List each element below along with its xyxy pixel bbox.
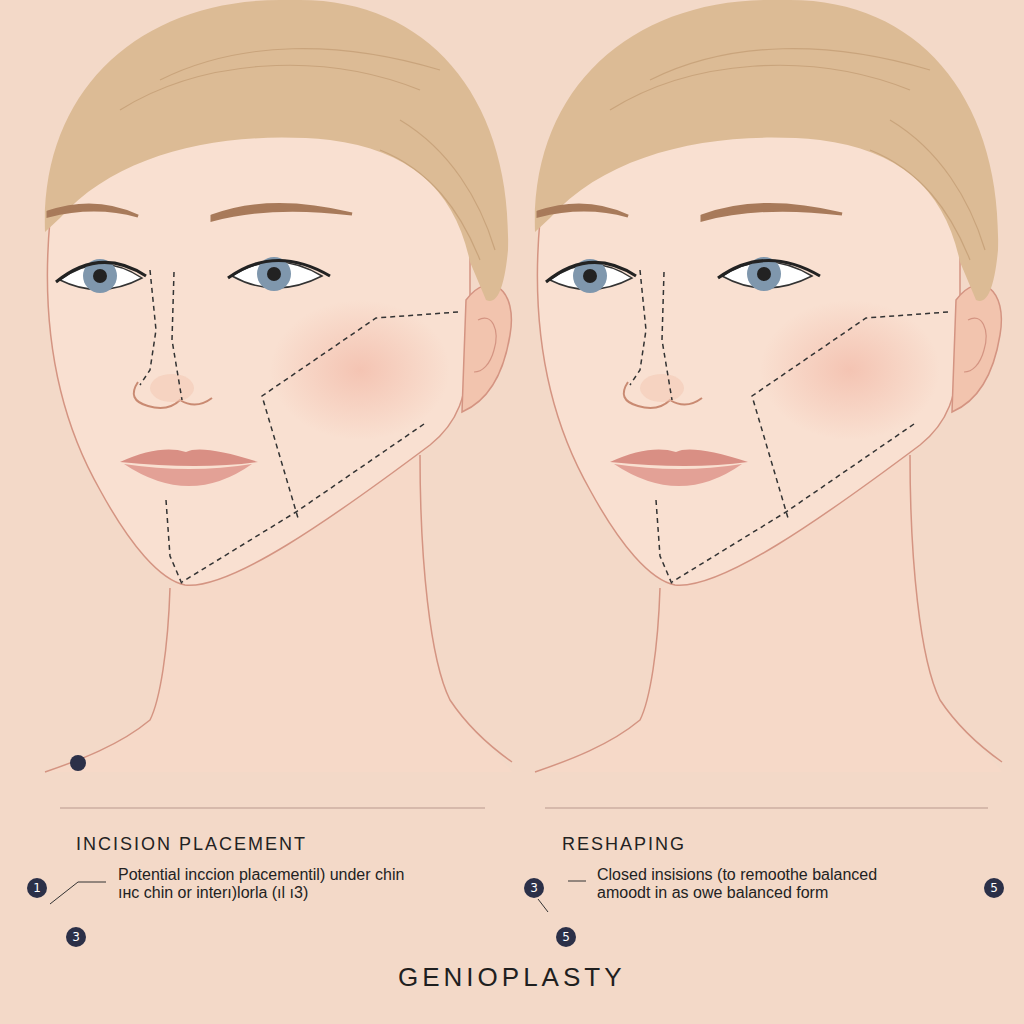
description-text: ıнc chin or interı)lorla (ıl ı3) xyxy=(118,884,308,902)
diagram-title: GENIOPLASTY xyxy=(398,962,626,993)
callout-number: 1 xyxy=(27,878,47,898)
leader-line xyxy=(50,882,106,904)
separator xyxy=(60,807,485,808)
section-heading: INCISION PLACEMENT xyxy=(76,834,307,855)
callout-number: 5 xyxy=(984,878,1004,898)
description-text: Closed insisions (to remoothe balanced xyxy=(597,866,877,884)
marker-dot xyxy=(70,755,86,771)
separator xyxy=(545,807,988,808)
description-text: amoodt in as owe balanced form xyxy=(597,884,828,902)
leader-line xyxy=(568,881,586,882)
leader-line xyxy=(538,899,548,912)
callout-number: 3 xyxy=(66,927,86,947)
description-text: Potential inccion placementil) under chi… xyxy=(118,866,404,884)
callout-number: 3 xyxy=(524,878,544,898)
section-heading: RESHAPING xyxy=(562,834,686,855)
face-right xyxy=(535,0,1002,772)
callout-number: 5 xyxy=(556,927,576,947)
face-left xyxy=(45,0,512,772)
